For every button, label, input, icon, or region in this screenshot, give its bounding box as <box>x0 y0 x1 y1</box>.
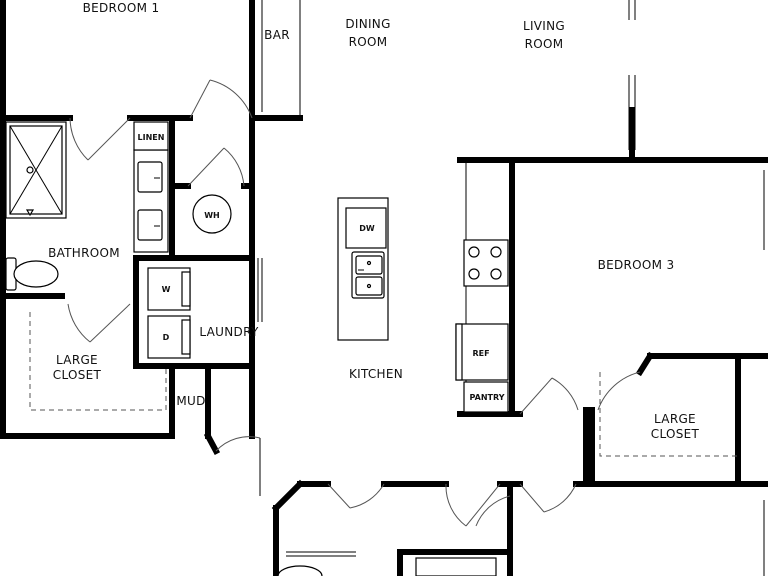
fixtures <box>5 121 509 576</box>
water-heater <box>192 194 232 234</box>
label-bedroom-1: BEDROOM 1 <box>83 1 160 15</box>
label-bathroom: BATHROOM <box>48 246 120 260</box>
label-dining-1: DINING <box>345 17 390 31</box>
pantry <box>463 381 509 413</box>
room-labels: BEDROOM 1 BAR DINING ROOM LIVING ROOM LI… <box>48 1 699 441</box>
label-wh: WH <box>204 211 220 220</box>
label-large-closet-left-2: CLOSET <box>53 368 102 382</box>
refrigerator <box>455 323 509 381</box>
label-dw: DW <box>359 224 375 233</box>
label-linen: LINEN <box>138 133 165 142</box>
label-large-closet-right-1: LARGE <box>654 412 696 426</box>
counter <box>463 160 509 412</box>
label-bedroom-3: BEDROOM 3 <box>598 258 675 272</box>
label-mud: MUD <box>176 394 205 408</box>
label-ref: REF <box>472 349 489 358</box>
label-kitchen: KITCHEN <box>349 367 403 381</box>
closet-rods <box>29 312 738 457</box>
label-living-2: ROOM <box>525 37 564 51</box>
kitchen-island <box>337 197 389 341</box>
label-bar: BAR <box>264 28 290 42</box>
label-living-1: LIVING <box>523 19 565 33</box>
toilet <box>5 257 59 291</box>
windows <box>257 0 765 576</box>
label-large-closet-right-2: CLOSET <box>651 427 700 441</box>
label-washer: W <box>162 285 171 294</box>
label-dining-2: ROOM <box>349 35 388 49</box>
label-dryer: D <box>163 333 170 342</box>
vanity <box>133 149 169 253</box>
linen-shelf <box>133 121 169 151</box>
label-laundry: LAUNDRY <box>199 325 259 339</box>
shower <box>5 121 67 219</box>
doors <box>67 79 641 527</box>
label-pantry: PANTRY <box>470 393 505 402</box>
label-large-closet-left-1: LARGE <box>56 353 98 367</box>
